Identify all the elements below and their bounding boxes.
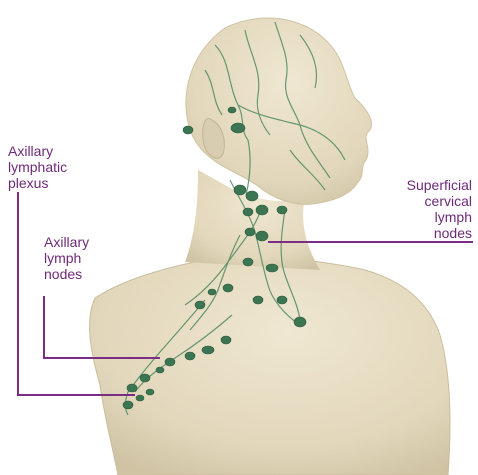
torso-silhouette <box>90 255 450 475</box>
head-silhouette <box>186 18 372 204</box>
label-line: Axillary <box>44 234 89 250</box>
label-superficial-cervical-lymph-nodes: Superficial cervical lymph nodes <box>407 177 472 241</box>
label-line: nodes <box>407 225 472 241</box>
label-line: Axillary <box>8 143 67 159</box>
label-line: plexus <box>8 175 67 191</box>
label-line: lymph <box>44 250 89 266</box>
label-line: lymph <box>407 209 472 225</box>
label-line: cervical <box>407 193 472 209</box>
label-line: nodes <box>44 266 89 282</box>
label-line: lymphatic <box>8 159 67 175</box>
label-axillary-lymph-nodes: Axillary lymph nodes <box>44 234 89 282</box>
label-axillary-lymphatic-plexus: Axillary lymphatic plexus <box>8 143 67 191</box>
label-line: Superficial <box>407 177 472 193</box>
